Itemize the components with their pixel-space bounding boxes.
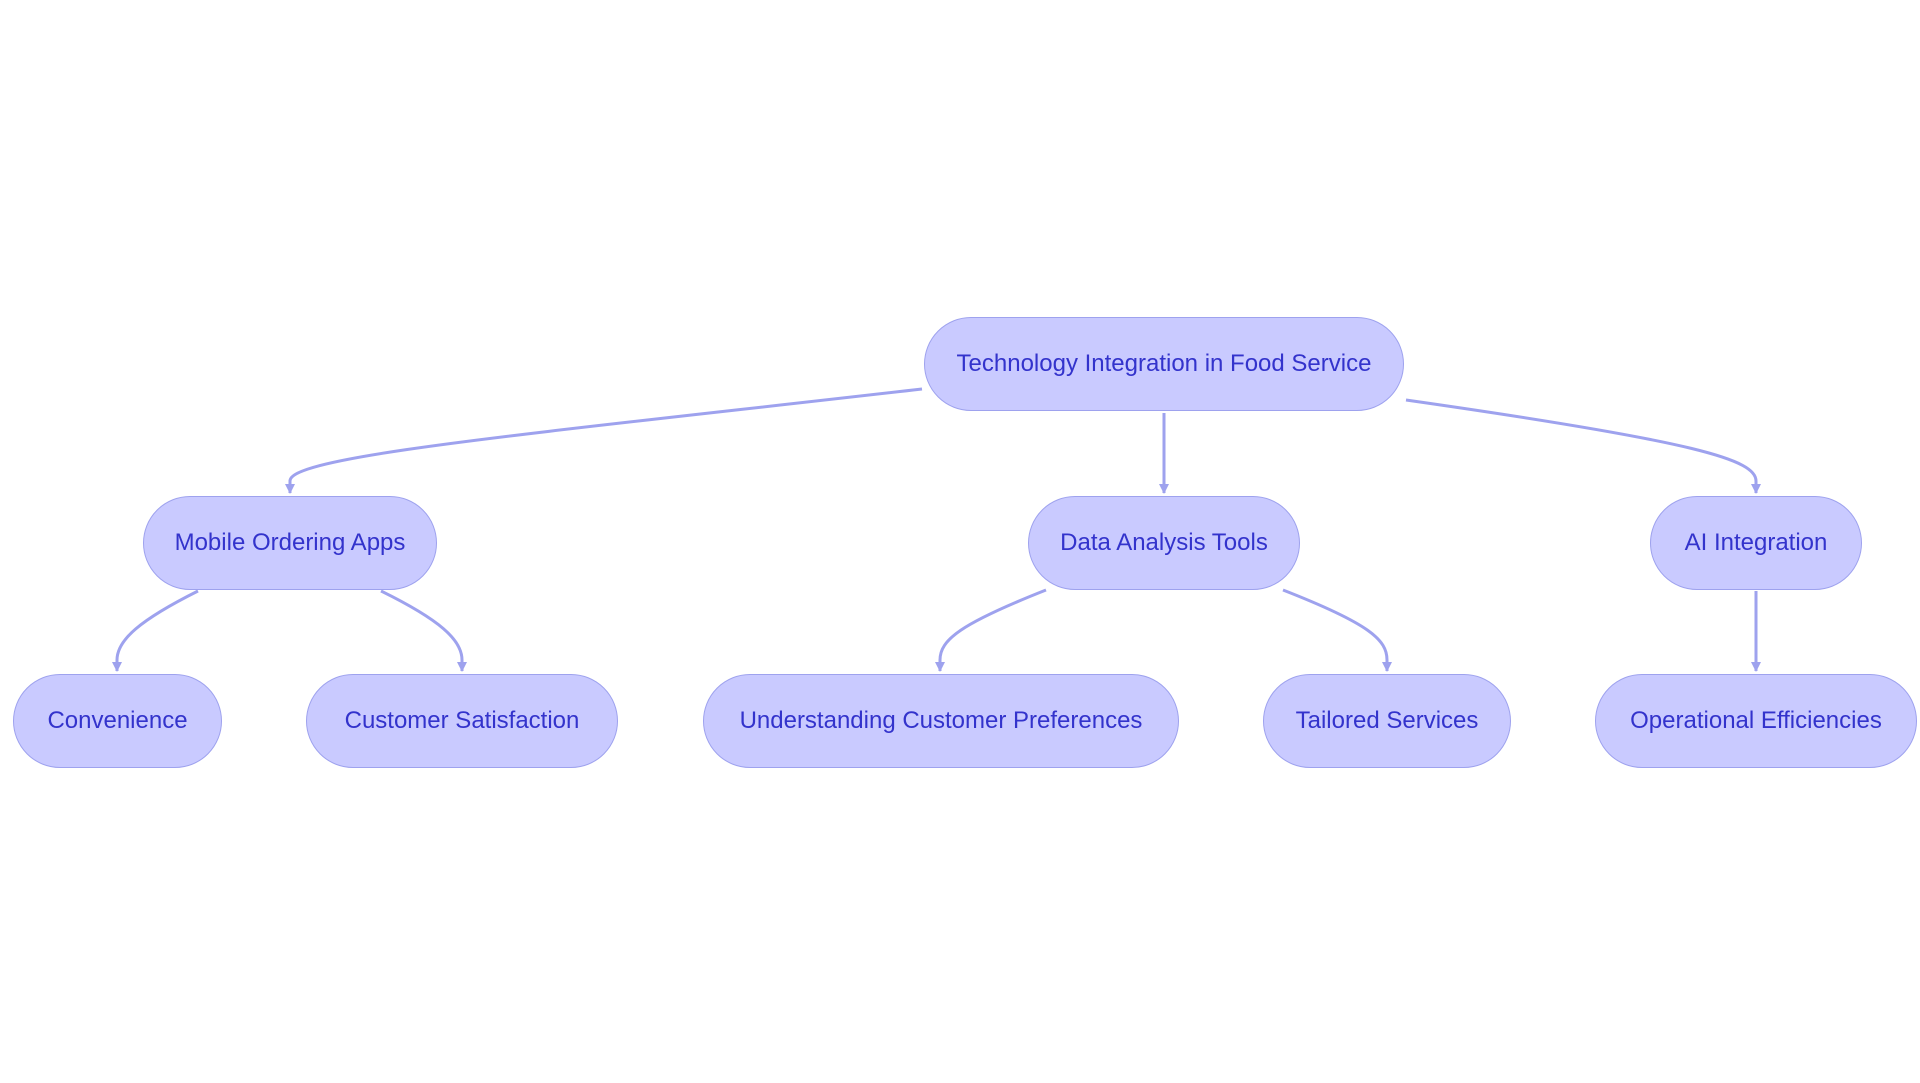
node-mobile-ordering-apps: Mobile Ordering Apps — [143, 496, 437, 590]
node-data-analysis-tools: Data Analysis Tools — [1028, 496, 1300, 590]
node-convenience: Convenience — [13, 674, 222, 768]
node-customer-satisfaction: Customer Satisfaction — [306, 674, 618, 768]
node-label: Understanding Customer Preferences — [739, 707, 1143, 734]
node-operational-efficiencies: Operational Efficiencies — [1595, 674, 1917, 768]
node-label: Operational Efficiencies — [1630, 707, 1882, 734]
edge-mobile-to-convenience — [112, 589, 199, 672]
node-ai-integration: AI Integration — [1650, 496, 1862, 590]
edge-data-to-tailored-services — [1282, 588, 1392, 672]
node-label: Data Analysis Tools — [1060, 529, 1268, 556]
edge-mobile-to-customer-satisfaction — [380, 589, 467, 672]
node-label: Convenience — [47, 707, 188, 734]
node-technology-integration-in-food-service: Technology Integration in Food Service — [924, 317, 1404, 411]
node-label: Tailored Services — [1295, 707, 1479, 734]
node-tailored-services: Tailored Services — [1263, 674, 1511, 768]
node-label: AI Integration — [1684, 529, 1828, 556]
node-understanding-customer-preferences: Understanding Customer Preferences — [703, 674, 1179, 768]
edge-root-to-mobile-ordering-apps — [285, 387, 923, 494]
edge-root-to-ai-integration — [1405, 398, 1761, 494]
node-label: Mobile Ordering Apps — [174, 529, 406, 556]
node-label: Customer Satisfaction — [344, 707, 580, 734]
node-label: Technology Integration in Food Service — [956, 350, 1372, 377]
edge-data-to-understanding-customer-preferences — [935, 588, 1047, 672]
